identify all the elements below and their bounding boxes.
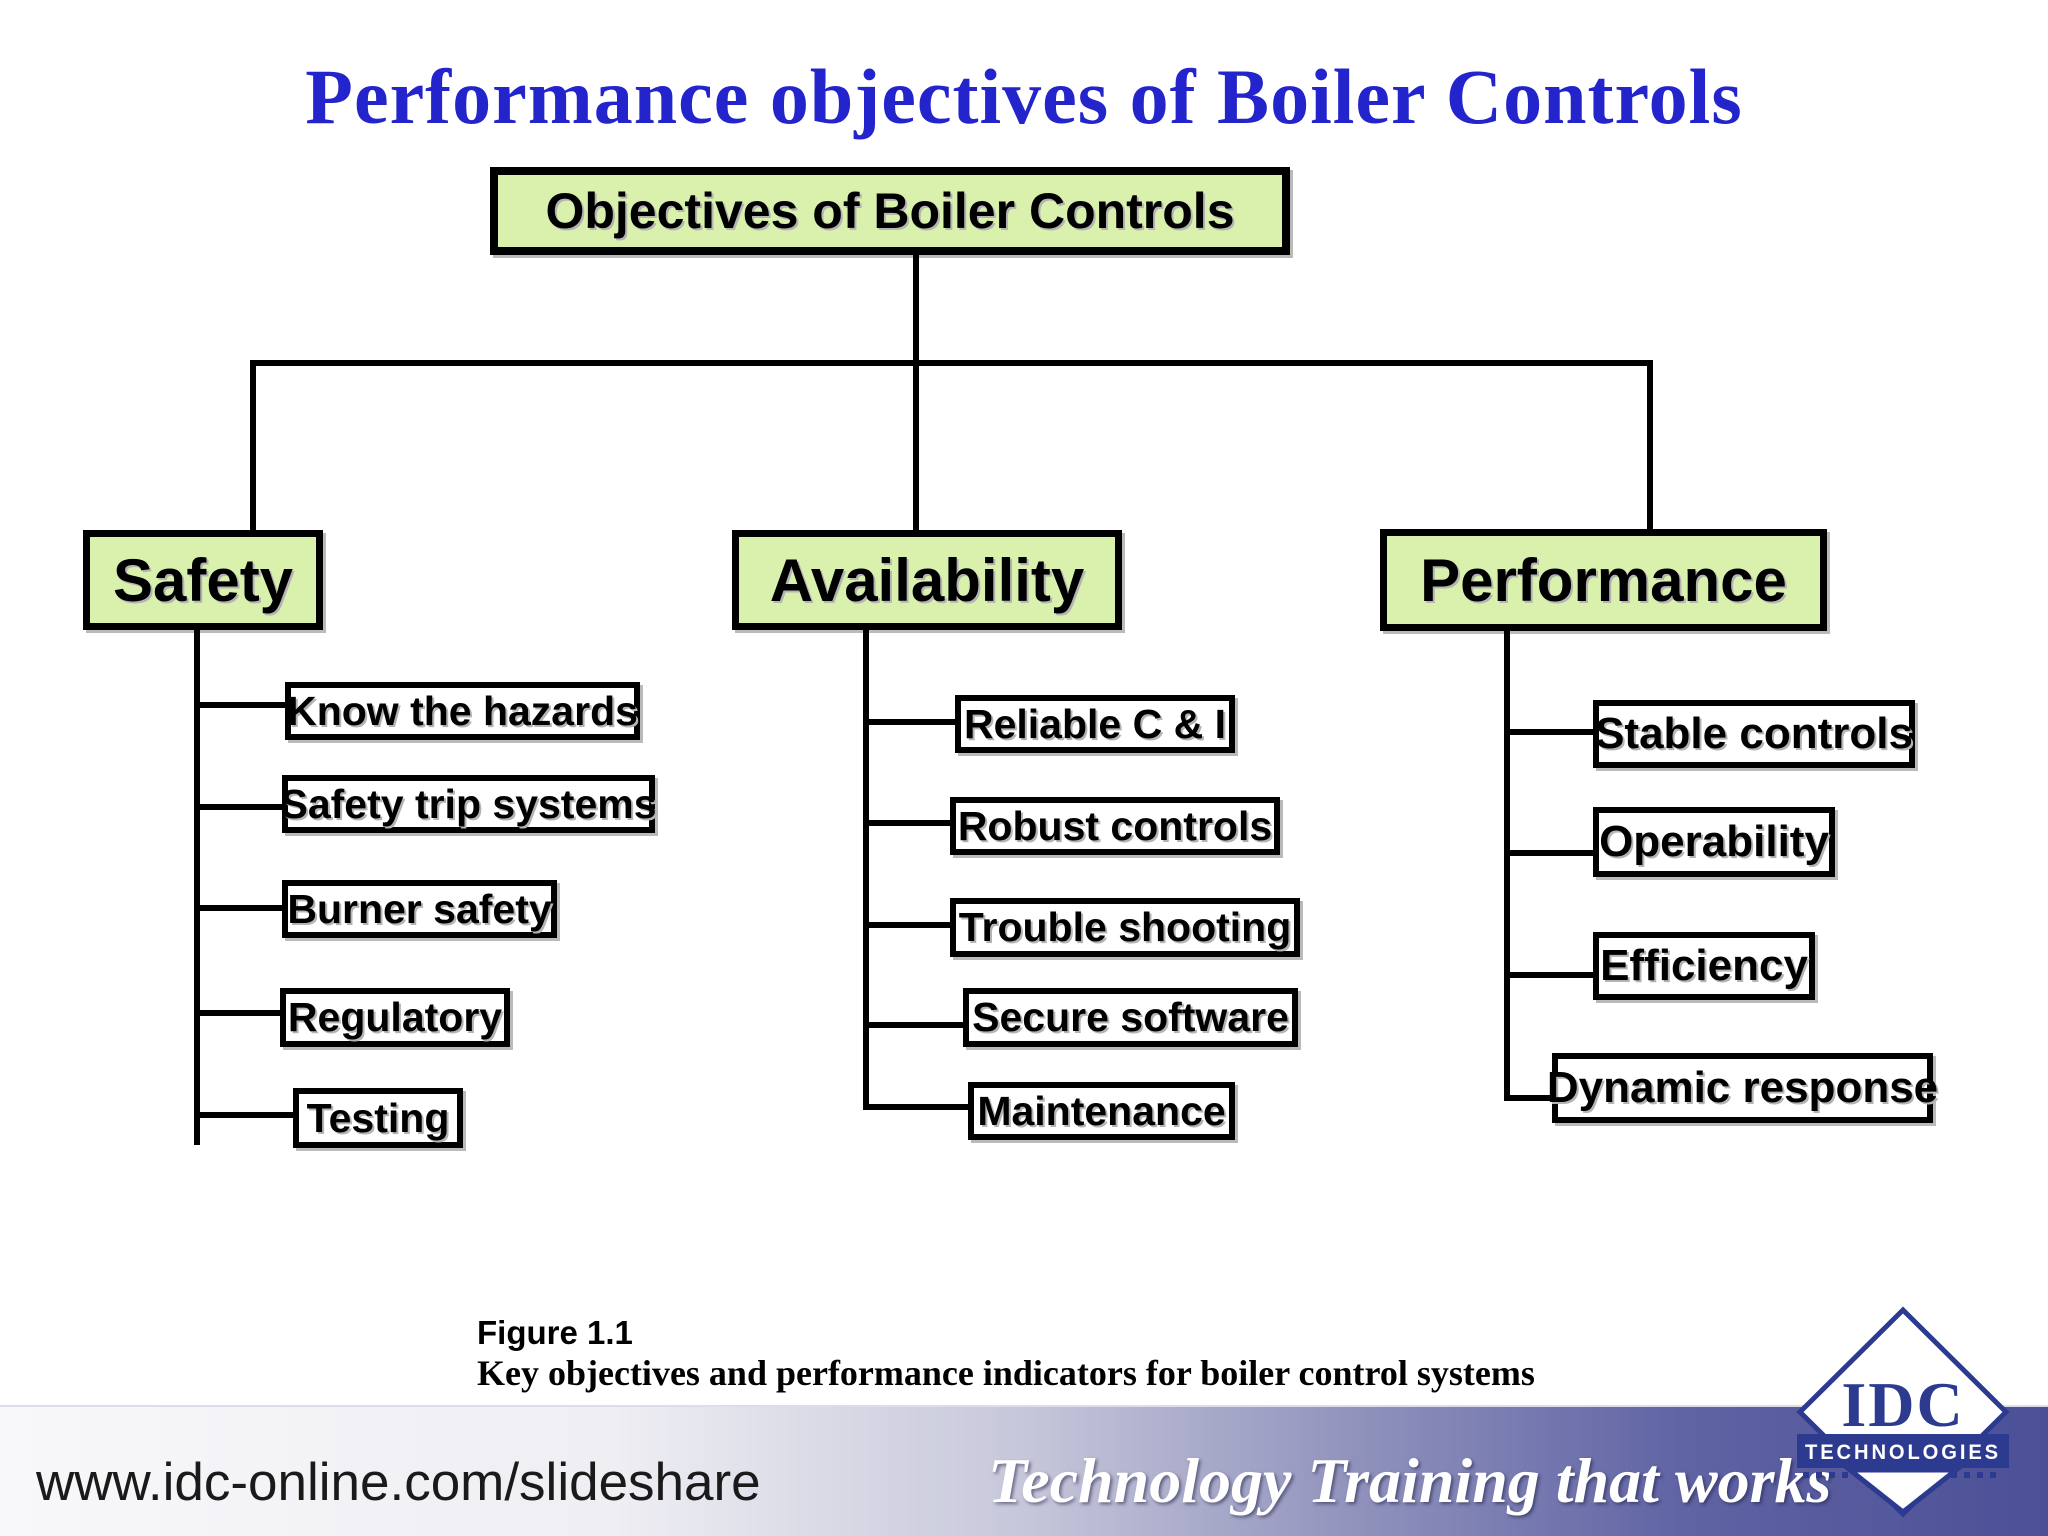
logo-wordmark: TECHNOLOGIES <box>1805 1441 2001 1464</box>
child-box-safety-trip-systems: Safety trip systems <box>280 775 657 833</box>
spine-safety <box>194 630 200 1145</box>
child-label: Secure software <box>972 994 1289 1040</box>
connector-main-horizontal <box>250 360 1653 366</box>
stub-testing <box>197 1112 295 1118</box>
footer-band <box>0 1405 2048 1536</box>
spine-availability <box>863 630 869 1110</box>
stub-efficiency <box>1507 972 1595 978</box>
stub-stable-controls <box>1507 729 1595 735</box>
stub-operability <box>1507 850 1595 856</box>
branch-performance-label: Performance <box>1420 546 1787 614</box>
branch-box-safety: Safety <box>83 530 323 630</box>
child-box-dynamic-response: Dynamic response <box>1547 1053 1938 1123</box>
child-box-know-the-hazards: Know the hazards <box>285 682 640 740</box>
stub-know-the-hazards <box>197 702 287 708</box>
stub-maintenance <box>866 1104 970 1110</box>
child-box-efficiency: Efficiency <box>1593 932 1815 1000</box>
child-label: Burner safety <box>287 885 552 932</box>
footer-url: www.idc-online.com/slideshare <box>36 1453 761 1512</box>
figure-caption: Key objectives and performance indicator… <box>477 1353 1535 1393</box>
child-box-regulatory: Regulatory <box>280 988 510 1047</box>
idc-technologies-logo: IDC TECHNOLOGIES <box>1796 1306 2010 1518</box>
stub-regulatory <box>197 1010 282 1016</box>
stub-secure-software <box>866 1022 965 1028</box>
child-label: Trouble shooting <box>958 904 1292 950</box>
child-box-maintenance: Maintenance <box>968 1082 1235 1140</box>
child-box-burner-safety: Burner safety <box>282 880 557 938</box>
stub-trouble-shooting <box>866 922 952 928</box>
child-label: Know the hazards <box>287 687 638 734</box>
child-box-trouble-shooting: Trouble shooting <box>950 898 1300 957</box>
child-label: Maintenance <box>977 1087 1226 1134</box>
stub-dynamic-response <box>1507 1095 1554 1101</box>
child-box-reliable-c-i: Reliable C & I <box>955 695 1235 753</box>
child-label: Dynamic response <box>1546 1063 1939 1112</box>
child-label: Safety trip systems <box>280 780 657 827</box>
child-label: Testing <box>306 1094 450 1141</box>
stub-robust-controls <box>866 820 952 826</box>
connector-root-drop <box>913 255 919 535</box>
branch-box-availability: Availability <box>732 530 1122 630</box>
logo-band <box>1797 1434 2009 1468</box>
logo-acronym: IDC <box>1841 1369 1964 1440</box>
child-label: Operability <box>1599 817 1829 866</box>
connector-safety-drop <box>250 360 256 532</box>
stub-reliable-c-i <box>866 719 957 725</box>
child-box-robust-controls: Robust controls <box>950 797 1280 855</box>
stub-safety-trip-systems <box>197 804 284 810</box>
root-box-label: Objectives of Boiler Controls <box>545 183 1235 239</box>
child-label: Regulatory <box>287 994 503 1040</box>
footer-tagline: Technology Training that works <box>988 1445 1832 1516</box>
child-box-stable-controls: Stable controls <box>1593 700 1915 768</box>
spine-performance <box>1504 631 1510 1101</box>
stub-burner-safety <box>197 905 284 911</box>
child-box-secure-software: Secure software <box>963 988 1298 1047</box>
child-label: Stable controls <box>1595 709 1913 758</box>
child-label: Reliable C & I <box>963 700 1226 747</box>
child-label: Robust controls <box>957 802 1273 849</box>
child-box-testing: Testing <box>293 1088 463 1148</box>
child-label: Efficiency <box>1600 941 1808 990</box>
logo-bottom-triangle <box>1842 1467 1964 1516</box>
slide-title: Performance objectives of Boiler Control… <box>305 53 1743 140</box>
figure-number: Figure 1.1 <box>477 1314 633 1351</box>
branch-safety-label: Safety <box>112 546 294 614</box>
branch-box-performance: Performance <box>1380 529 1827 631</box>
connector-performance-drop <box>1647 360 1653 531</box>
branch-availability-label: Availability <box>769 546 1085 614</box>
child-box-operability: Operability <box>1593 807 1835 877</box>
root-box: Objectives of Boiler Controls <box>490 167 1290 255</box>
